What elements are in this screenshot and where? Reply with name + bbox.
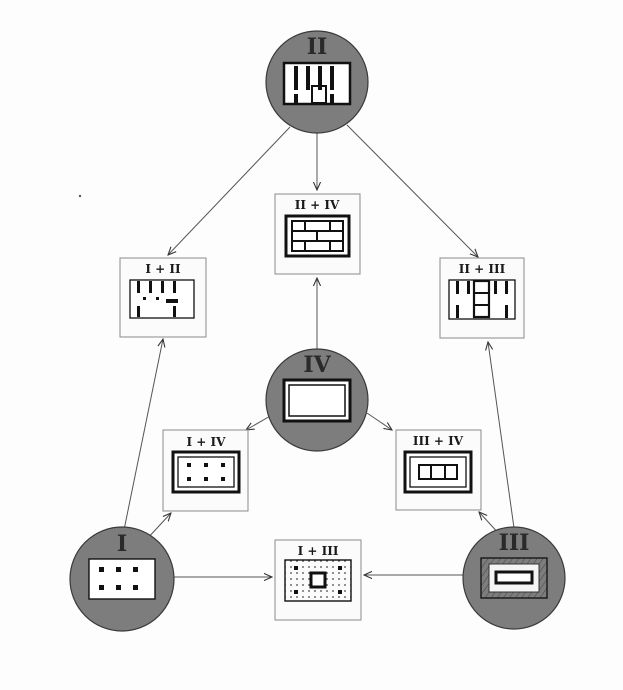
node-III-plan	[480, 557, 548, 599]
node-II: II	[265, 30, 369, 134]
combo-I-IV: I + IV	[162, 429, 249, 512]
node-I-plan	[88, 558, 156, 600]
combo-I-II-label: I + II	[145, 262, 181, 276]
node-II-plan	[282, 61, 352, 106]
combo-II-IV: II + IV	[274, 193, 361, 275]
edge-IV-to-I-IV	[246, 414, 273, 430]
edge-IV-to-III-IV	[366, 412, 392, 430]
node-IV-plan	[282, 378, 352, 423]
combo-I-II: I + II	[119, 257, 207, 338]
node-III: III	[462, 526, 566, 630]
node-IV: IV	[265, 348, 369, 452]
combo-I-III-plan	[284, 559, 352, 602]
combo-II-III: II + III	[439, 257, 525, 339]
combo-II-III-plan	[448, 279, 516, 320]
combo-II-IV-plan	[284, 214, 351, 258]
scan-speck	[78, 194, 82, 198]
edge-I-to-I-II	[123, 339, 163, 531]
combo-I-IV-label: I + IV	[187, 435, 227, 449]
node-IV-label: IV	[303, 352, 331, 378]
combo-I-II-plan	[129, 279, 195, 319]
combo-III-IV-plan	[403, 450, 473, 494]
combo-II-III-label: II + III	[459, 262, 506, 276]
node-I-label: I	[117, 531, 127, 557]
combo-I-III-label: I + III	[298, 544, 339, 558]
node-II-label: II	[307, 34, 328, 60]
edge-II-to-I-II	[168, 126, 291, 255]
node-III-label: III	[499, 530, 530, 556]
edge-III-to-II-III	[488, 342, 515, 529]
combo-III-IV: III + IV	[395, 429, 482, 511]
combo-III-IV-label: III + IV	[413, 434, 464, 448]
combo-I-III: I + III	[274, 539, 362, 621]
node-I: I	[69, 526, 175, 632]
edge-II-to-II-III	[346, 124, 478, 257]
combo-II-IV-label: II + IV	[295, 198, 340, 212]
combo-I-IV-plan	[171, 450, 241, 494]
